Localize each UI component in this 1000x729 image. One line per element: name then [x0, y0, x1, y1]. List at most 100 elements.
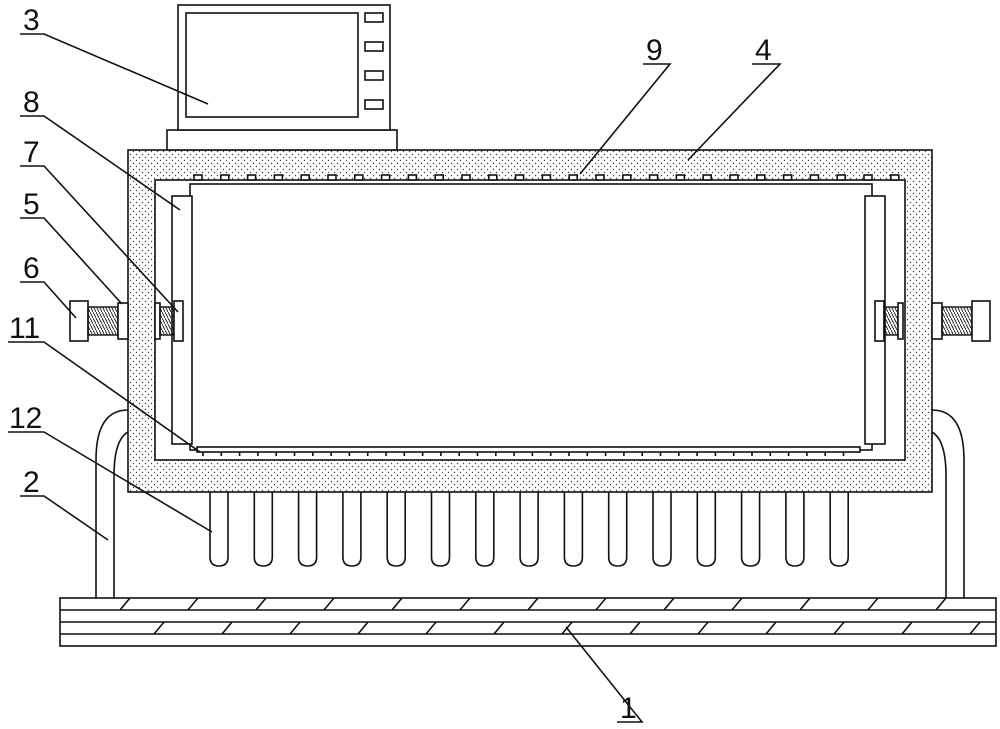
controller — [166, 4, 398, 151]
spring-inner-left — [159, 306, 175, 336]
heating-bump — [300, 174, 311, 181]
heating-bump — [246, 174, 257, 181]
cooling-fins — [209, 492, 849, 567]
heating-bump — [595, 174, 605, 181]
cooling-fin — [209, 492, 229, 567]
cooling-fin — [607, 492, 628, 567]
controller-button-2 — [364, 41, 384, 52]
heating-bump — [380, 174, 391, 181]
hatch-mark — [867, 597, 879, 611]
clamp-assembly-left — [69, 300, 184, 342]
controller-button-4 — [364, 99, 384, 110]
label-part-3: 3 — [23, 4, 40, 37]
cooling-fin — [297, 492, 318, 567]
cooling-fin — [519, 492, 539, 567]
inner-chamber — [189, 183, 873, 451]
part-labels: 3 9 4 8 7 5 6 11 12 2 1 — [9, 4, 772, 725]
hatch-mark — [527, 597, 539, 611]
hatch-mark — [969, 621, 981, 635]
base-hatch-top — [119, 597, 947, 611]
base-plate — [59, 597, 997, 647]
label-part-8: 8 — [23, 86, 40, 119]
hatch-mark — [187, 597, 199, 611]
cooling-fin — [563, 492, 584, 567]
hatch-mark — [119, 597, 131, 611]
heating-bump — [621, 174, 632, 181]
hatch-mark — [289, 621, 301, 635]
heating-bump — [541, 174, 552, 181]
heating-bump — [220, 174, 230, 181]
cooling-fin — [475, 492, 495, 567]
hatch-mark — [629, 621, 641, 635]
label-part-4: 4 — [755, 34, 772, 67]
base-hatch-bottom — [153, 621, 981, 635]
label-part-1: 1 — [620, 692, 637, 725]
hatch-mark — [391, 597, 403, 611]
heating-bump — [353, 174, 364, 181]
heating-bump — [675, 174, 686, 181]
label-part-2: 2 — [23, 466, 40, 499]
cooling-fin — [342, 492, 362, 567]
label-part-7: 7 — [23, 136, 40, 169]
hatch-mark — [697, 621, 709, 635]
clamp-assembly-right — [874, 300, 991, 342]
hatch-mark — [901, 621, 913, 635]
leader-lines — [8, 33, 782, 723]
heating-bump — [889, 174, 900, 181]
cooling-fin — [740, 492, 761, 567]
heating-bump — [568, 174, 579, 181]
cooling-fin — [430, 492, 451, 567]
heating-bump — [782, 174, 793, 181]
label-part-9: 9 — [646, 34, 663, 67]
hatch-mark — [493, 621, 505, 635]
hatch-mark — [799, 597, 811, 611]
hatch-mark — [357, 621, 369, 635]
controller-button-1 — [364, 12, 384, 23]
controller-button-3 — [364, 70, 384, 81]
cooling-fin — [386, 492, 406, 567]
hatch-mark — [731, 597, 743, 611]
cooling-fin — [696, 492, 717, 567]
top-heating-elements — [193, 174, 900, 181]
label-part-12: 12 — [9, 402, 42, 435]
heating-bump — [193, 174, 203, 181]
heating-bump — [702, 174, 713, 181]
hatch-mark — [459, 597, 471, 611]
bearing-left — [117, 302, 129, 340]
heating-bump — [729, 174, 739, 181]
hatch-mark — [425, 621, 437, 635]
heating-bump — [648, 174, 659, 181]
support-leg-left — [95, 409, 129, 598]
hatch-mark — [255, 597, 267, 611]
heating-bump — [514, 174, 525, 181]
label-part-5: 5 — [23, 188, 40, 221]
heating-bump — [836, 174, 847, 181]
hatch-mark — [833, 621, 845, 635]
heating-bump — [407, 174, 418, 181]
hatch-mark — [323, 597, 335, 611]
knob-right — [971, 300, 991, 342]
label-part-6: 6 — [23, 252, 40, 285]
cooling-fin — [829, 492, 849, 567]
hatch-mark — [935, 597, 947, 611]
heating-bump — [809, 174, 820, 181]
cooling-fin — [785, 492, 805, 567]
hatch-mark — [221, 621, 233, 635]
hatch-mark — [765, 621, 777, 635]
support-leg-right — [931, 409, 965, 598]
heating-bump — [487, 174, 498, 181]
cooling-fin — [253, 492, 274, 567]
hatch-mark — [663, 597, 675, 611]
heating-bump — [863, 174, 873, 181]
heating-bump — [273, 174, 284, 181]
heating-bump — [755, 174, 766, 181]
cooling-fin — [652, 492, 672, 567]
heating-bump — [434, 174, 445, 181]
heating-bump — [461, 174, 471, 181]
label-part-11: 11 — [9, 312, 40, 345]
hatch-mark — [153, 621, 165, 635]
heating-bump — [327, 174, 337, 181]
knob-left — [69, 300, 89, 342]
